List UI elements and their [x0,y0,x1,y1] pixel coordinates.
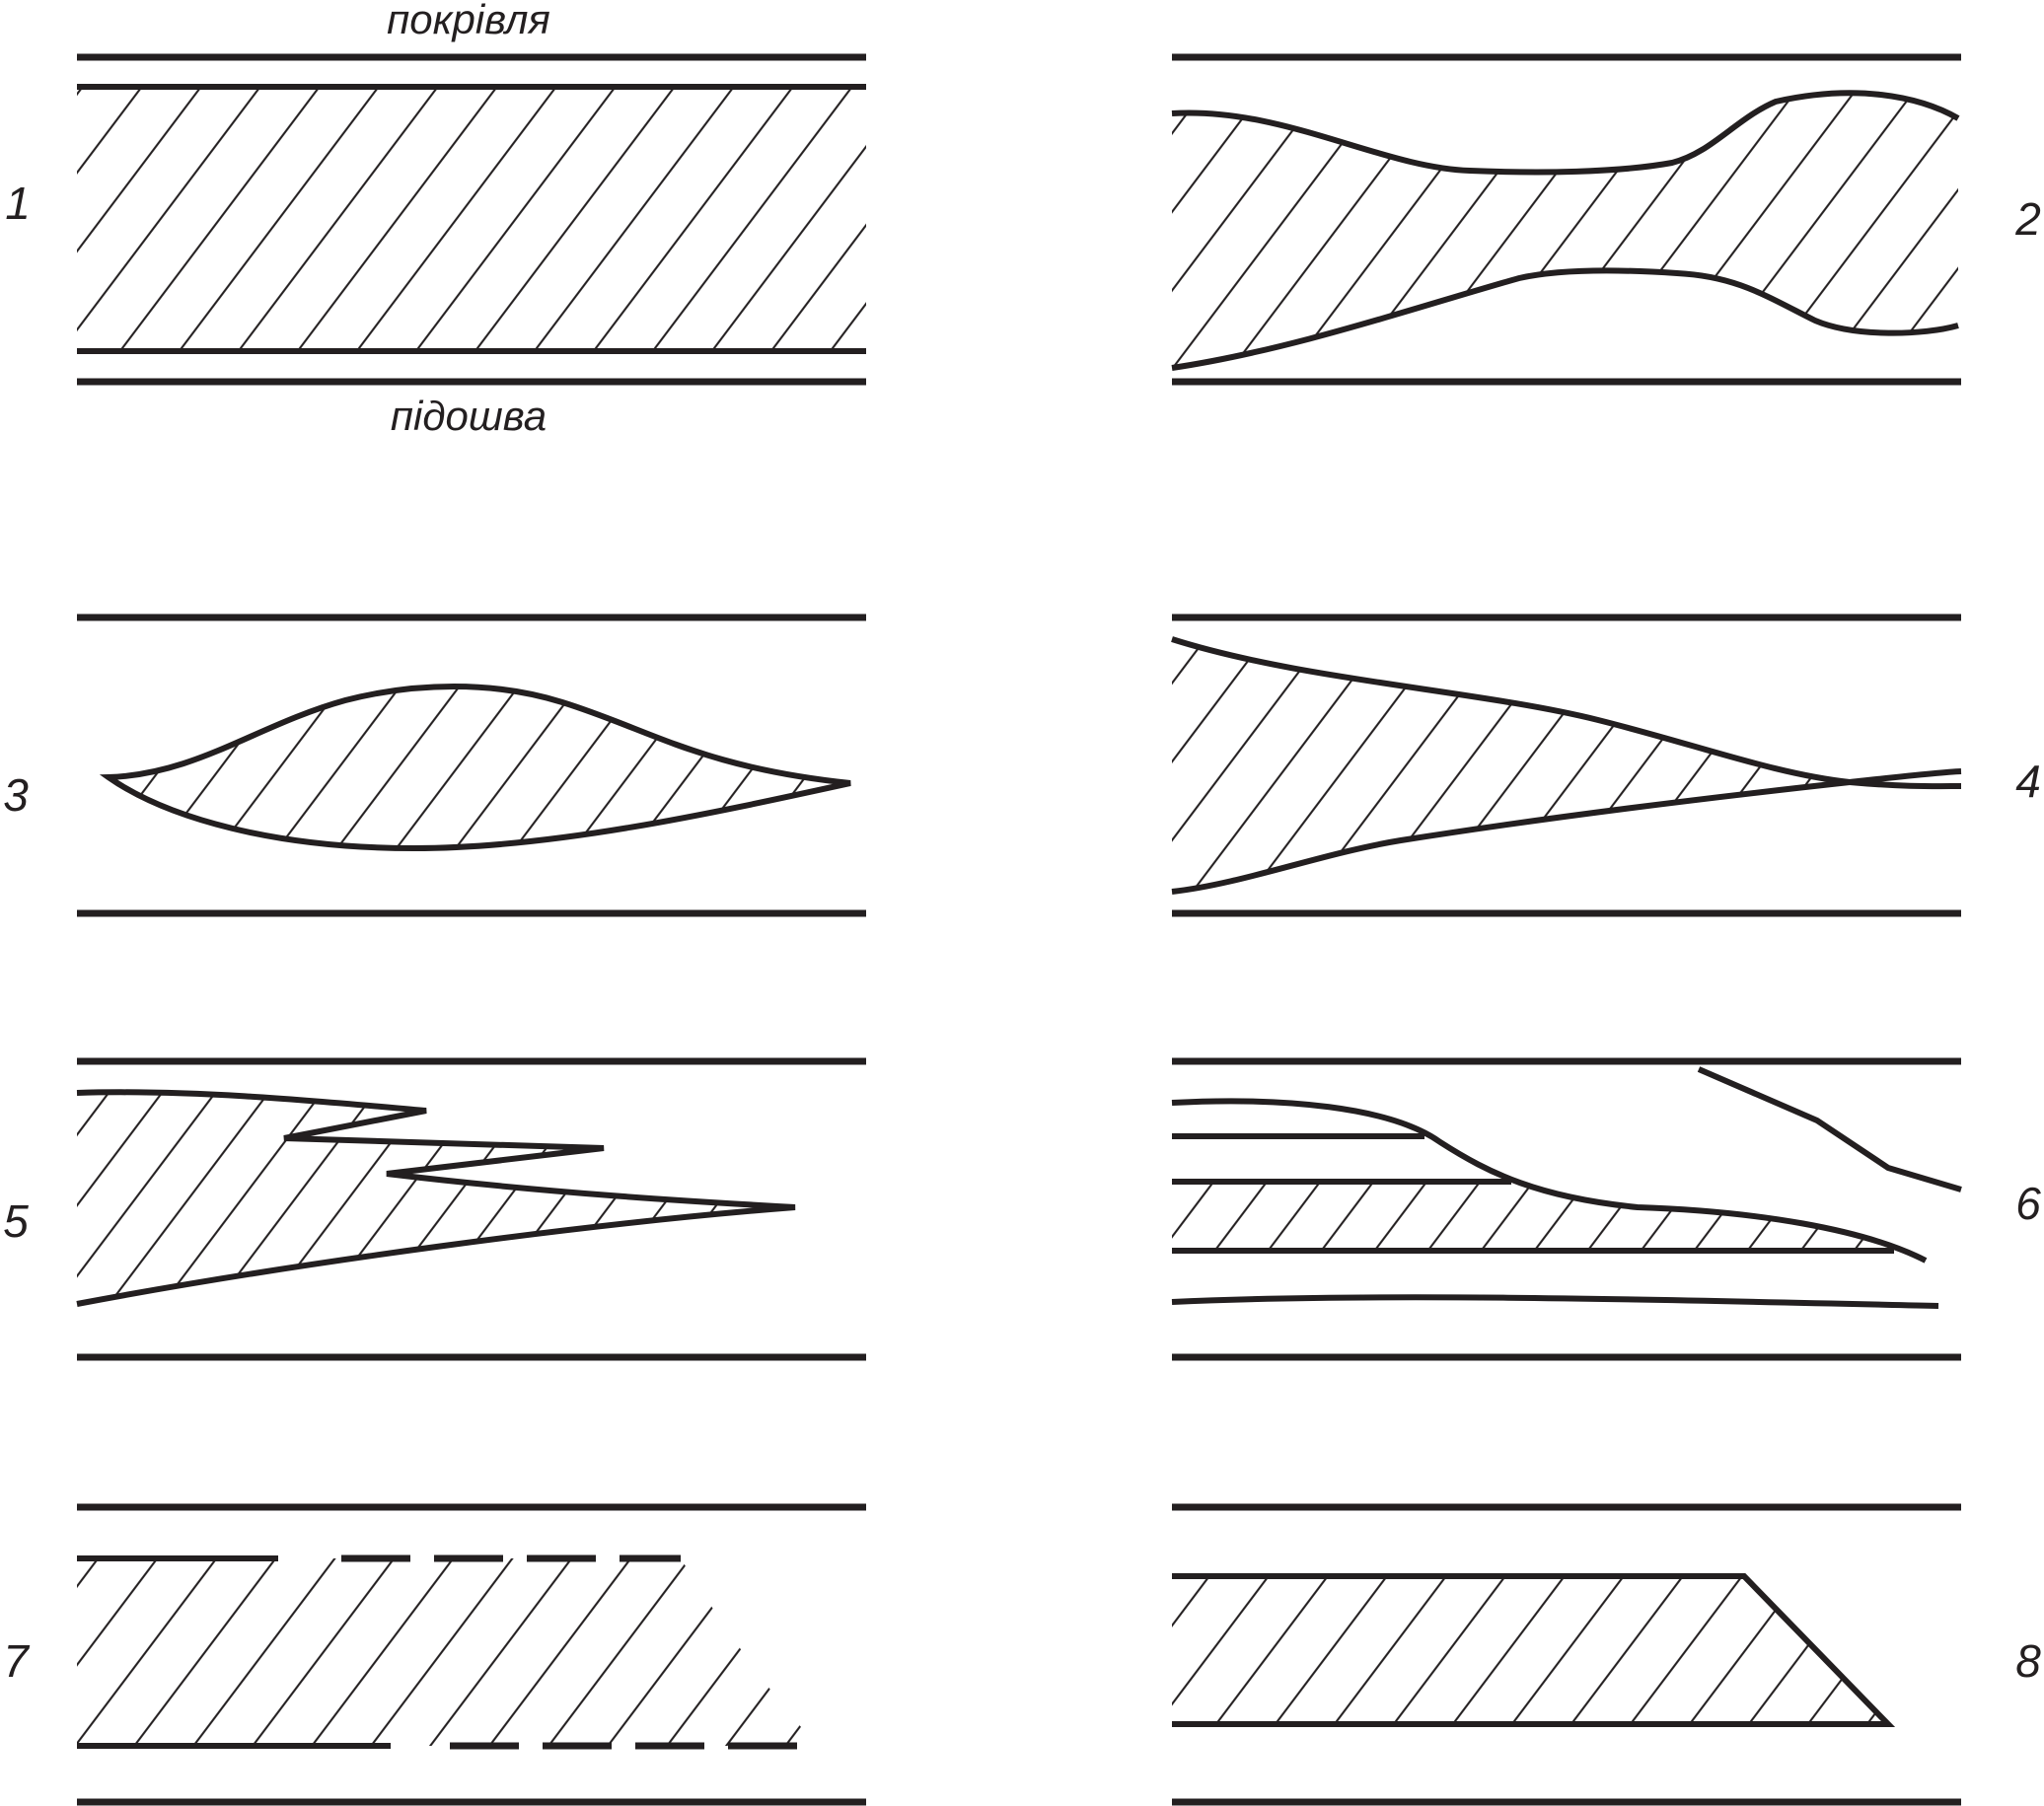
panel-4-layer-top [1171,636,1962,790]
caption-roof: покрівля [387,0,550,42]
panel-3-hatched-lens [109,686,850,848]
panel-2-number: 2 [2014,193,2041,245]
panel-8-number: 8 [2015,1635,2041,1687]
panel-8-layer-outline [1172,1573,1896,1727]
caption-floor: підошва [391,393,547,439]
panel-2-layer-bottom [1171,267,1959,371]
panel-5: 5 [3,1057,866,1361]
panel-6-upper-right-line [1697,1066,1962,1192]
panel-1-number: 1 [5,178,31,229]
panel-2-hatched-layer [1172,93,1958,369]
panel-4-number: 4 [2015,756,2041,807]
panel-6: 6 [1171,1057,2041,1361]
panel-6-number: 6 [2015,1178,2041,1229]
panel-7: 7 [3,1503,866,1806]
panel-8-hatched-layer [1172,1576,1888,1724]
panel-6-hatched-layer [1172,1182,1894,1251]
panel-3-number: 3 [3,769,29,821]
panel-1-hatched-layer [77,87,866,351]
panel-7-number: 7 [3,1635,30,1687]
panel-4-layer-bottom [1171,768,1962,895]
panel-5-number: 5 [3,1195,29,1247]
panel-3: 3 [3,614,866,917]
panel-2: 2 [1171,53,2041,386]
panel-5-hatched-body [77,1092,795,1304]
panel-6-upper-curve [1171,1098,1928,1264]
panel-7-hatched-layer [77,1558,819,1746]
panel-3-lens-outline [99,684,851,852]
panel-4-hatched-wedge [1172,639,1850,892]
panel-6-lower-line [1171,1294,1939,1309]
panel-1: покрівля підошва 1 [5,0,866,439]
panel-5-body-outline [76,1089,796,1307]
panel-8: 8 [1172,1503,2041,1806]
panel-2-layer-top [1171,90,1960,176]
panel-4: 4 [1171,614,2041,917]
